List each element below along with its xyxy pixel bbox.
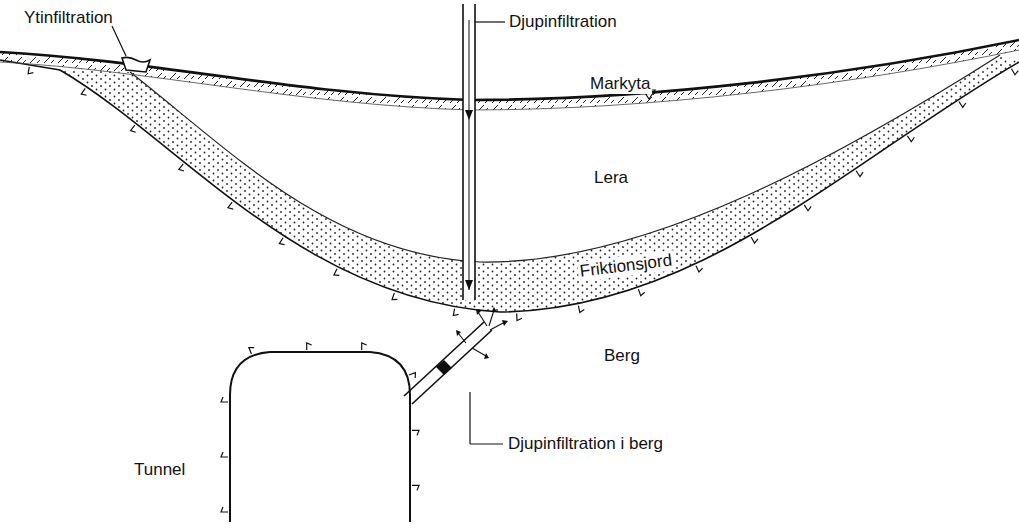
leader-line: [470, 443, 503, 444]
rock-tick: [81, 88, 86, 95]
layer-label: Djupinfiltration: [507, 12, 619, 32]
rock-tick: [412, 485, 419, 490]
rock-tick: [907, 136, 914, 142]
rock-tick: [696, 266, 703, 272]
rock-tick: [28, 67, 33, 74]
infiltration-pipe: [463, 4, 475, 300]
rock-tick: [751, 237, 758, 243]
layer-label: Djupinfiltration i berg: [506, 434, 665, 454]
leader-line: [469, 392, 470, 444]
rock-tick: [1011, 69, 1018, 75]
pipe-wall: [474, 4, 476, 300]
leader-line: [112, 26, 126, 56]
rock-tick: [131, 125, 136, 132]
rock-tick: [179, 164, 184, 171]
rock-tick: [249, 348, 254, 355]
tunnel-outline: [230, 352, 410, 522]
rock-tick: [804, 205, 811, 211]
outflow-arrows: [458, 310, 505, 356]
friction-soil: [60, 55, 1019, 312]
rock-tick: [307, 343, 312, 350]
layer-label: Lera: [592, 168, 630, 188]
infiltration-basin: [122, 57, 150, 72]
ground-surface: [0, 40, 1019, 100]
rock-tick: [334, 269, 339, 276]
outflow-arrowheads: [456, 307, 508, 359]
rock-tick: [517, 313, 522, 320]
rock-tick: [856, 171, 863, 177]
borehole-plug: [436, 360, 452, 375]
layer-label: Ytinfiltration: [22, 8, 115, 28]
rock-tick: [638, 289, 644, 296]
rock-tick: [453, 309, 458, 316]
flow-arrowhead: [465, 110, 473, 290]
rock-tick: [409, 373, 416, 378]
rock-tick: [392, 293, 397, 300]
rock-tick: [412, 430, 419, 435]
rock-tick: [578, 306, 584, 313]
layer-label: Berg: [602, 346, 642, 366]
rock-borehole: [404, 322, 492, 404]
rock-tick: [362, 343, 367, 350]
topsoil-lower: [0, 50, 1019, 110]
leader-line: [475, 21, 505, 22]
rock-tick: [221, 507, 228, 512]
layer-label: Markyta: [588, 74, 652, 94]
rock-tick: [221, 452, 228, 457]
rock-tick: [228, 202, 233, 209]
rock-surface: [0, 60, 1019, 312]
layer-label: Tunnel: [132, 460, 187, 480]
flow-arrow: [469, 20, 470, 290]
rock-tick: [221, 397, 228, 402]
pipe-wall: [462, 4, 464, 300]
topsoil-band: [0, 40, 1019, 110]
rock-tick: [279, 238, 284, 245]
rock-tick: [959, 102, 966, 108]
rock-symbols: [28, 67, 1018, 512]
